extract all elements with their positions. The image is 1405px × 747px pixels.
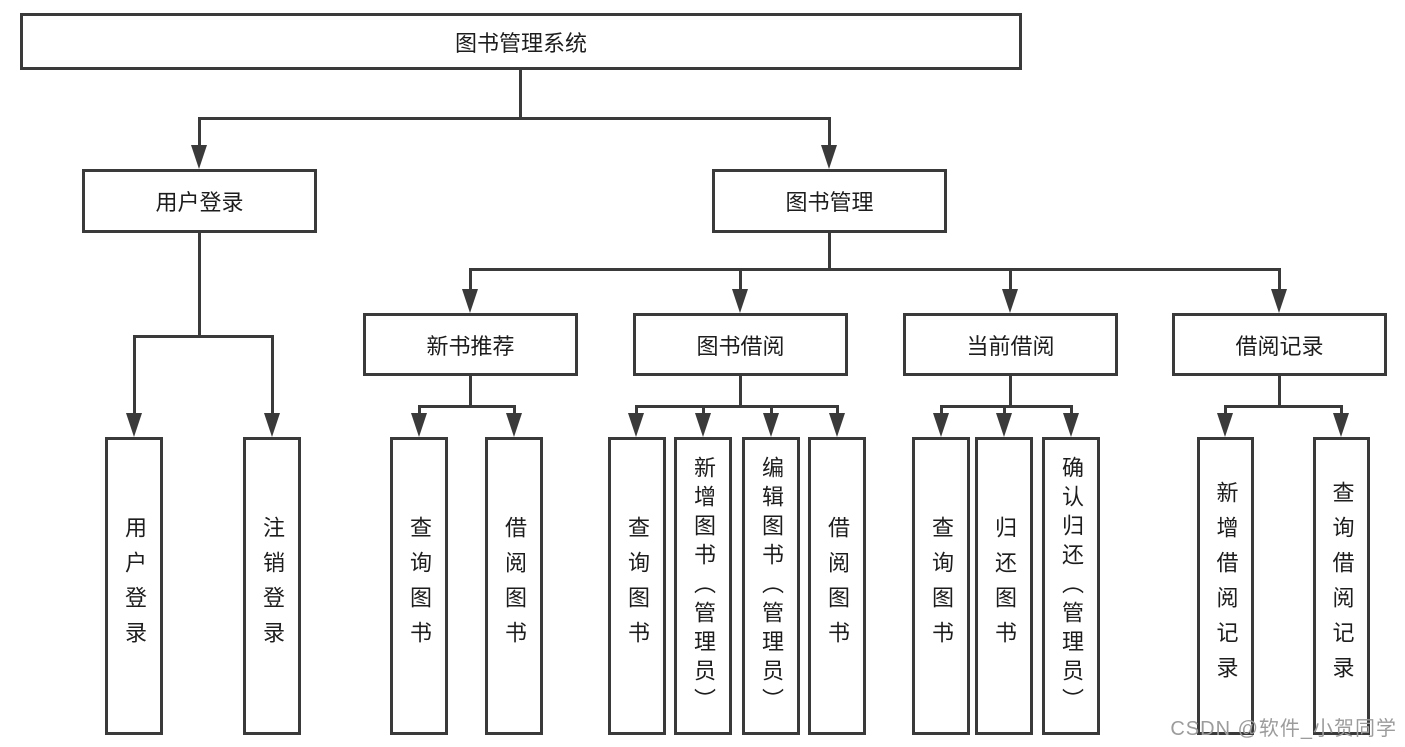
node-label: 查询图书 <box>929 516 954 656</box>
leaf-add-borrow-record: 新增借阅记录 <box>1197 437 1254 735</box>
connector-line <box>513 405 516 417</box>
node-label: 查询图书 <box>407 516 432 656</box>
node-label: 借阅图书 <box>825 516 850 656</box>
connector-line <box>1224 405 1227 417</box>
leaf-return-books: 归还图书 <box>975 437 1033 735</box>
node-label: 编辑图书（管理员） <box>759 455 784 717</box>
node-label: 归还图书 <box>992 516 1017 656</box>
node-label: 用户登录 <box>122 516 147 656</box>
arrow-down-icon <box>996 413 1012 437</box>
connector-line <box>1224 405 1343 408</box>
leaf-query-borrow-record: 查询借阅记录 <box>1313 437 1370 735</box>
connector-line <box>1070 405 1073 417</box>
arrow-down-icon <box>1333 413 1349 437</box>
arrow-down-icon <box>191 145 207 169</box>
connector-line <box>739 376 742 407</box>
arrow-down-icon <box>1271 289 1287 313</box>
csdn-watermark: CSDN @软件_小贺同学 <box>1170 718 1397 740</box>
connector-line <box>940 405 943 417</box>
node-label: 查询图书 <box>625 516 650 656</box>
arrow-down-icon <box>1002 289 1018 313</box>
leaf-logout: 注销登录 <box>243 437 301 735</box>
arrow-down-icon <box>829 413 845 437</box>
connector-line <box>770 405 773 417</box>
node-user-login: 用户登录 <box>82 169 317 233</box>
arrow-down-icon <box>264 413 280 437</box>
connector-line <box>198 117 201 149</box>
connector-line <box>1003 405 1006 417</box>
connector-line <box>519 69 522 119</box>
arrow-down-icon <box>763 413 779 437</box>
leaf-confirm-return-admin: 确认归还（管理员） <box>1042 437 1100 735</box>
node-label: 借阅记录 <box>1235 333 1324 359</box>
connector-line <box>271 335 274 415</box>
node-borrow-records: 借阅记录 <box>1172 313 1387 376</box>
leaf-query-books-1: 查询图书 <box>390 437 448 735</box>
connector-line <box>1278 268 1281 292</box>
leaf-borrow-books-2: 借阅图书 <box>808 437 866 735</box>
leaf-query-books-2: 查询图书 <box>608 437 666 735</box>
connector-line <box>1009 376 1012 407</box>
leaf-edit-books-admin: 编辑图书（管理员） <box>742 437 800 735</box>
node-label: 查询借阅记录 <box>1329 481 1355 691</box>
node-label: 注销登录 <box>260 516 285 656</box>
node-current-borrow: 当前借阅 <box>903 313 1118 376</box>
arrow-down-icon <box>1217 413 1233 437</box>
connector-line <box>418 405 421 417</box>
connector-line <box>635 405 839 408</box>
connector-line <box>198 117 831 120</box>
connector-line <box>739 268 742 292</box>
connector-line <box>469 268 472 292</box>
arrow-down-icon <box>506 413 522 437</box>
node-library-management-system: 图书管理系统 <box>20 13 1022 70</box>
arrow-down-icon <box>732 289 748 313</box>
node-label: 图书管理 <box>785 190 874 215</box>
arrow-down-icon <box>695 413 711 437</box>
node-label: 借阅图书 <box>502 516 527 656</box>
connector-line <box>1278 376 1281 407</box>
node-book-borrow: 图书借阅 <box>633 313 848 376</box>
connector-line <box>702 405 705 417</box>
connector-line <box>940 405 1073 408</box>
connector-line <box>133 335 136 415</box>
connector-line <box>418 405 516 408</box>
leaf-user-login: 用户登录 <box>105 437 163 735</box>
arrow-down-icon <box>126 413 142 437</box>
connector-line <box>828 117 831 149</box>
node-label: 当前借阅 <box>966 333 1055 359</box>
connector-line <box>469 268 1281 271</box>
connector-line <box>635 405 638 417</box>
arrow-down-icon <box>462 289 478 313</box>
node-label: 图书管理系统 <box>454 30 587 56</box>
node-label: 新增图书（管理员） <box>691 455 716 717</box>
arrow-down-icon <box>821 145 837 169</box>
node-label: 图书借阅 <box>696 333 785 359</box>
connector-line <box>198 232 201 337</box>
connector-line <box>1009 268 1012 292</box>
connector-line <box>828 233 831 270</box>
node-label: 确认归还（管理员） <box>1059 455 1084 717</box>
node-label: 新增借阅记录 <box>1213 481 1239 691</box>
arrow-down-icon <box>933 413 949 437</box>
node-label: 新书推荐 <box>426 333 515 359</box>
connector-line <box>836 405 839 417</box>
connector-line <box>133 335 274 338</box>
connector-line <box>1340 405 1343 417</box>
connector-line <box>469 376 472 407</box>
arrow-down-icon <box>1063 413 1079 437</box>
leaf-add-books-admin: 新增图书（管理员） <box>674 437 732 735</box>
leaf-query-books-3: 查询图书 <box>912 437 970 735</box>
node-label: 用户登录 <box>155 190 244 215</box>
arrow-down-icon <box>411 413 427 437</box>
node-new-book-recommend: 新书推荐 <box>363 313 578 376</box>
node-book-management: 图书管理 <box>712 169 947 233</box>
arrow-down-icon <box>628 413 644 437</box>
leaf-borrow-books-1: 借阅图书 <box>485 437 543 735</box>
